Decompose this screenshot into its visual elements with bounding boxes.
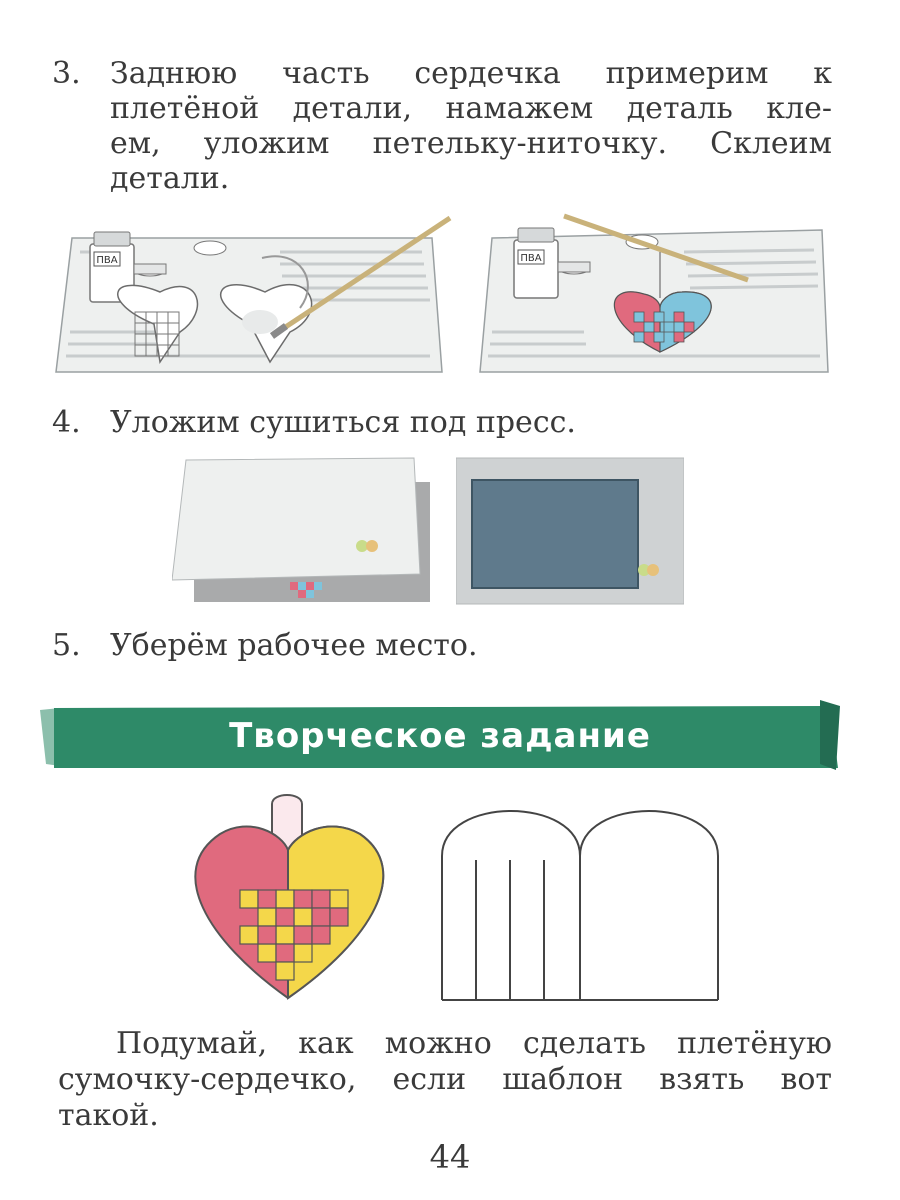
step-3-line: детали. (110, 161, 230, 196)
step-3-line: плетёной детали, намажем деталь кле- (110, 91, 832, 126)
press-illustration-book (172, 457, 430, 602)
banner-ribbon (40, 700, 840, 770)
woven-heart-illustration (194, 794, 385, 1000)
task-line: Подумай, как можно сделать плетёную (116, 1026, 832, 1061)
glue-label: ПВА (520, 253, 541, 264)
task-line: сумочку-сердечко, если шаблон взять вот (58, 1062, 832, 1097)
task-line: такой. (58, 1098, 159, 1133)
step-5-number: 5. (52, 628, 81, 663)
bag-template-illustration (441, 810, 719, 1001)
banner-title: Творческое задание (229, 716, 651, 756)
gluing-illustration-right: ПВА (479, 213, 829, 373)
step-3-number: 3. (52, 56, 81, 91)
gluing-illustration-left: ПВА (55, 215, 452, 373)
page-number: 44 (429, 1138, 471, 1176)
step-5-text: Уберём рабочее место. (110, 628, 478, 663)
step-4-text: Уложим сушиться под пресс. (110, 405, 576, 440)
creative-task-banner: Творческое задание (40, 700, 840, 772)
step-3-text: Заднюю часть сердечка примерим к плетёно… (110, 56, 832, 196)
creative-task-text: Подумай, как можно сделать плетёную сумо… (58, 1026, 832, 1134)
step-3-line: ем, уложим петельку-ниточку. Склеим (110, 126, 832, 161)
glue-label: ПВА (96, 255, 117, 266)
press-illustration-weight (456, 457, 684, 605)
step-4-number: 4. (52, 405, 81, 440)
step-3-line: Заднюю часть сердечка примерим к (110, 56, 832, 91)
